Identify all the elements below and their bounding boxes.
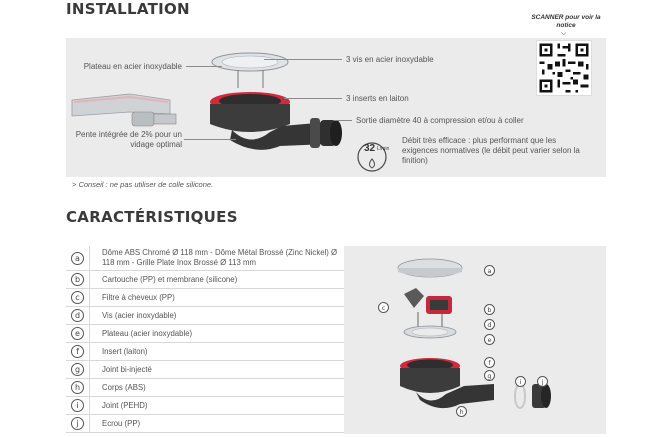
flow-value: 32 [364, 143, 376, 154]
water-flow-icon [357, 142, 387, 172]
spec-text: Cartouche (PP) et membrane (silicone) [102, 274, 238, 284]
qr-code-icon[interactable] [536, 40, 592, 96]
label-sortie: Sortie diamètre 40 à compression et/ou à… [356, 116, 524, 125]
callout-a: a [484, 265, 495, 276]
spec-list: a Dôme ABS Chromé Ø 118 mm - Dôme Métal … [66, 246, 344, 433]
spec-row: e Plateau (acier inoxydable) [66, 325, 344, 343]
letter-badge: a [71, 251, 84, 265]
callout-c: c [378, 302, 389, 313]
spec-row: a Dôme ABS Chromé Ø 118 mm - Dôme Métal … [66, 246, 344, 271]
spec-row: g Joint bi-injecté [66, 361, 344, 379]
spec-row: i Joint (PEHD) [66, 397, 344, 415]
letter-badge: d [71, 309, 84, 322]
callout-j: j [537, 376, 548, 387]
spec-text: Filtre à cheveux (PP) [102, 292, 175, 302]
exploded-view-panel: a b c d e f g h i j [344, 246, 606, 434]
spec-text: Dôme ABS Chromé Ø 118 mm - Dôme Métal Br… [102, 248, 338, 267]
spec-text: Joint (PEHD) [102, 400, 148, 410]
exploded-view-illustration [397, 258, 551, 409]
spec-text: Plateau (acier inoxydable) [102, 328, 193, 338]
scanner-label: SCANNER pour voir la notice [531, 14, 601, 29]
callout-d: d [484, 319, 495, 330]
spec-row: h Corps (ABS) [66, 379, 344, 397]
label-pente: Pente intégrée de 2% pour un vidage opti… [75, 130, 182, 149]
callout-i: i [515, 376, 526, 387]
spec-text: Vis (acier inoxydable) [102, 310, 177, 320]
spec-text: Ecrou (PP) [102, 418, 141, 428]
letter-badge: b [71, 273, 84, 286]
spec-row: d Vis (acier inoxydable) [66, 307, 344, 325]
letter-badge: c [71, 291, 84, 304]
callout-h: h [456, 406, 467, 417]
letter-badge: e [71, 327, 84, 340]
plate-ring [211, 52, 289, 88]
label-plateau: Plateau en acier inoxydable [83, 62, 182, 71]
installation-title: INSTALLATION [66, 0, 190, 18]
leader-line-sortie [334, 120, 352, 121]
spec-text: Insert (laiton) [102, 346, 148, 356]
callout-b: b [484, 304, 495, 315]
callout-f: f [484, 357, 495, 368]
callout-g: g [484, 370, 495, 381]
letter-badge: g [71, 363, 84, 376]
spec-row: f Insert (laiton) [66, 343, 344, 361]
drain-installation-illustration [71, 52, 342, 150]
spec-text: Corps (ABS) [102, 382, 146, 392]
spec-text: Joint bi-injecté [102, 364, 152, 374]
spec-row: b Cartouche (PP) et membrane (silicone) [66, 271, 344, 289]
leader-line-vis [264, 59, 342, 60]
letter-badge: f [71, 345, 84, 358]
label-inserts: 3 inserts en laiton [346, 94, 409, 103]
letter-badge: h [71, 381, 84, 394]
letter-badge: j [71, 417, 84, 430]
label-vis: 3 vis en acier inoxydable [346, 55, 434, 64]
label-debit: Débit très efficace : plus performant qu… [402, 136, 580, 165]
spec-row: j Ecrou (PP) [66, 415, 344, 433]
spec-row: c Filtre à cheveux (PP) [66, 289, 344, 307]
slope-cross-section-image [71, 93, 177, 127]
callout-e: e [484, 334, 495, 345]
conseil-note: > Conseil : ne pas utiliser de colle sil… [72, 180, 214, 189]
leader-line-plateau [186, 66, 222, 67]
chevron-down-icon: ⌵ [561, 30, 567, 37]
caracteristiques-title: CARACTÉRISTIQUES [66, 208, 238, 226]
leader-line-pente [184, 139, 236, 140]
drain-body [210, 92, 342, 150]
flow-unit: L/min [377, 146, 390, 152]
letter-badge: i [71, 399, 84, 412]
leader-line-inserts [284, 98, 342, 99]
